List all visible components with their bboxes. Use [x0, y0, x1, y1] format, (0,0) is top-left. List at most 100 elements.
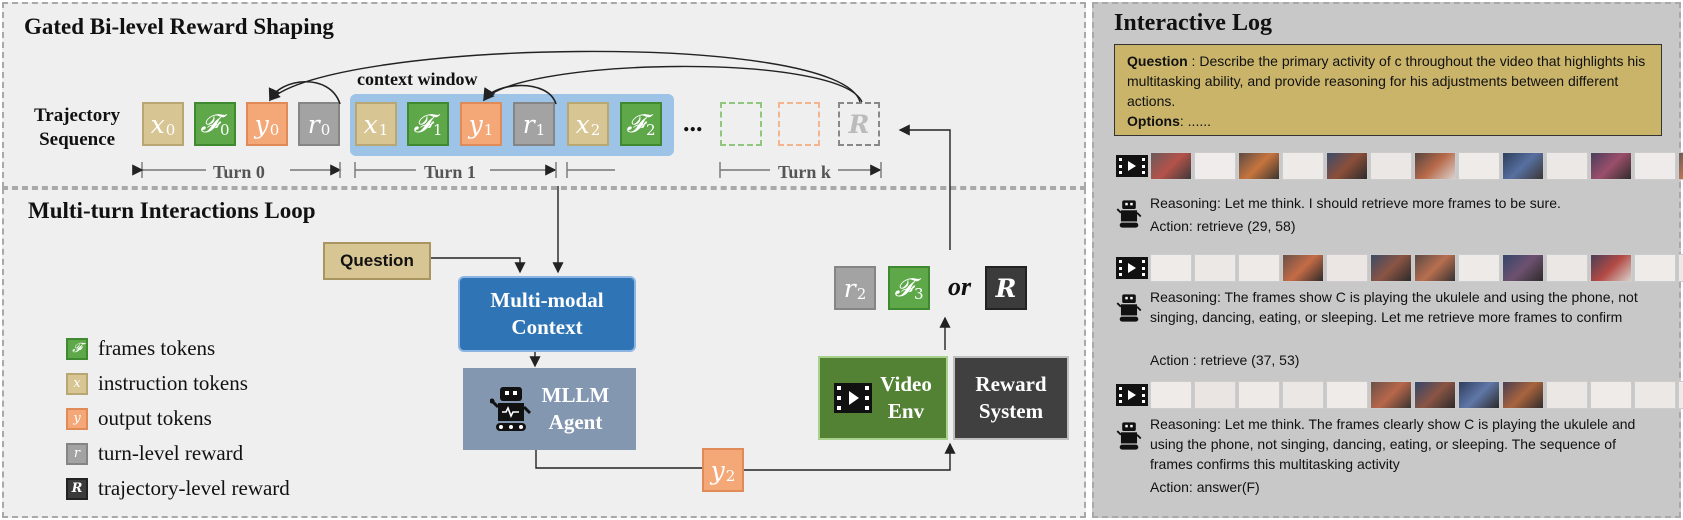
- frame-thumbnail: [1282, 254, 1324, 282]
- legend-trajectory-reward-text: trajectory-level reward: [98, 476, 290, 500]
- interaction-loop-panel: [2, 188, 1086, 518]
- frame-thumbnail: [1194, 152, 1236, 180]
- frame-thumbnail: [1238, 381, 1280, 409]
- context-line2: Context: [511, 315, 583, 339]
- film-icon: [1116, 155, 1148, 177]
- legend-instruction-text: instruction tokens: [98, 371, 248, 395]
- frame-thumbnail: [1634, 254, 1676, 282]
- interactive-log-title: Interactive Log: [1114, 10, 1272, 36]
- token-ghost-output: [778, 102, 820, 146]
- token-R-final: R: [838, 102, 880, 146]
- token-R-out: R: [985, 266, 1027, 310]
- frame-thumbnail: [1458, 152, 1500, 180]
- frame-thumbnail: [1326, 381, 1368, 409]
- token-ghost-frames: [720, 102, 762, 146]
- robot-icon: [489, 387, 531, 431]
- frame-thumbnail: [1282, 152, 1324, 180]
- frame-thumbnail: [1414, 152, 1456, 180]
- context-window-label: context window: [357, 69, 478, 89]
- connector-layer: [132, 50, 956, 471]
- frame-thumbnail: [1370, 381, 1412, 409]
- turn-0-label: Turn 0: [213, 162, 265, 182]
- frame-thumbnail: [1150, 381, 1192, 409]
- frame-thumbnail: [1282, 381, 1324, 409]
- frame-thumbnail: [1326, 152, 1368, 180]
- env-line2: Env: [887, 399, 925, 423]
- frame-thumbnail: [1238, 254, 1280, 282]
- legend-output-text: output tokens: [98, 406, 212, 430]
- frame-thumbnail: [1678, 381, 1683, 409]
- env-line1: Video: [880, 372, 932, 396]
- options-label: Options: [1127, 113, 1180, 129]
- step3-action: Action: answer(F): [1150, 479, 1260, 495]
- question-card: Question : Describe the primary activity…: [1114, 44, 1662, 136]
- step2-action: Action : retrieve (37, 53): [1150, 352, 1300, 368]
- step1-action: Action: retrieve (29, 58): [1150, 218, 1296, 234]
- frame-thumbnail: [1414, 381, 1456, 409]
- context-line1: Multi-modal: [490, 288, 604, 312]
- frame-thumbnail: [1546, 381, 1588, 409]
- frame-strip: [1150, 254, 1683, 282]
- question-card-label: Question: [1127, 53, 1188, 69]
- or-label: or: [948, 272, 972, 301]
- film-icon: [1116, 257, 1148, 279]
- question-card-text: Describe the primary activity of c throu…: [1127, 53, 1646, 109]
- frame-thumbnail: [1502, 381, 1544, 409]
- question-box-label: Question: [340, 251, 414, 270]
- frame-thumbnail: [1150, 152, 1192, 180]
- frame-thumbnail: [1326, 254, 1368, 282]
- frame-thumbnail: [1634, 152, 1676, 180]
- frame-thumbnail: [1502, 254, 1544, 282]
- frame-thumbnail: [1414, 254, 1456, 282]
- robot-icon: [1116, 200, 1142, 228]
- reward-shaping-title: Gated Bi-level Reward Shaping: [24, 14, 334, 39]
- frame-thumbnail: [1590, 381, 1632, 409]
- turn-k-label: Turn k: [778, 162, 831, 182]
- legend-instruction-swatch: x: [66, 372, 88, 395]
- options-text: : ......: [1179, 113, 1212, 129]
- robot-icon: [1116, 294, 1142, 322]
- trajectory-label: Trajectory Sequence: [34, 104, 120, 152]
- step2-reasoning: Reasoning: The frames show C is playing …: [1150, 289, 1638, 325]
- legend-output: y output tokens: [66, 406, 212, 431]
- question-card-sep: :: [1187, 53, 1200, 69]
- legend-trajectory-reward-swatch: R: [66, 477, 88, 500]
- frame-thumbnail: [1150, 254, 1192, 282]
- frame-thumbnail: [1194, 254, 1236, 282]
- arc-r1-to-y1: [483, 84, 557, 105]
- frame-thumbnail: [1458, 254, 1500, 282]
- frame-thumbnail: [1546, 152, 1588, 180]
- film-icon: [1116, 384, 1148, 406]
- frame-thumbnail: [1502, 152, 1544, 180]
- video-env-box: Video Env: [818, 356, 948, 440]
- frame-thumbnail: [1634, 381, 1676, 409]
- reward-line2: System: [978, 399, 1044, 423]
- frame-thumbnail: [1590, 152, 1632, 180]
- arc-R-to-y0: [269, 50, 861, 103]
- interaction-loop-title: Multi-turn Interactions Loop: [28, 198, 316, 223]
- legend-turn-reward-text: turn-level reward: [98, 441, 244, 465]
- question-box: Question: [323, 242, 431, 280]
- frame-strip: [1150, 152, 1683, 180]
- frame-thumbnail: [1678, 254, 1683, 282]
- frame-thumbnail: [1590, 254, 1632, 282]
- multimodal-context-box: Multi-modal Context: [458, 276, 636, 352]
- frame-strip: [1150, 381, 1683, 409]
- sequence-ellipsis: ...: [683, 108, 703, 137]
- film-icon: [834, 383, 873, 413]
- legend-output-swatch: y: [66, 407, 88, 430]
